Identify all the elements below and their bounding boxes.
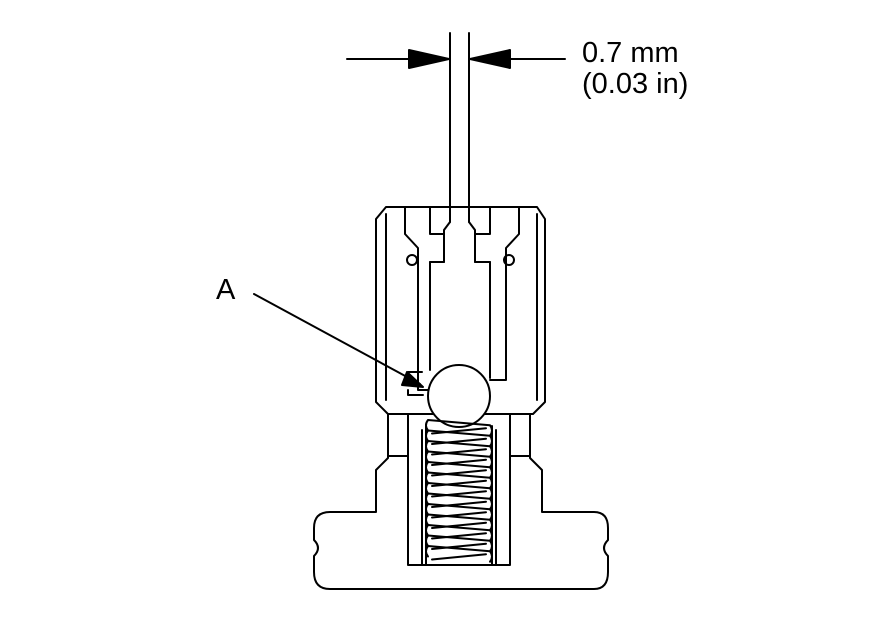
spring-coil-inner-edge	[431, 511, 487, 519]
check-ball	[427, 364, 491, 428]
clearance-imperial-label: (0.03 in)	[582, 68, 689, 100]
spring-coil-inner-edge	[431, 427, 487, 435]
callout-a-leader	[253, 293, 424, 388]
spring-coil-inner-edge	[431, 437, 487, 445]
spring-coil-turn	[425, 513, 493, 532]
spring-coil-turn	[425, 471, 493, 490]
spring-coil-inner-edge	[431, 458, 487, 466]
spring-coil-inner-edge	[431, 469, 487, 477]
spring-coil-inner-edge	[431, 490, 487, 498]
lower-body	[313, 413, 609, 590]
spring-coil-inner-edge	[431, 500, 487, 508]
spring-coil-turn	[425, 461, 493, 479]
spring-coil-turn	[425, 482, 493, 500]
coil-spring	[425, 419, 493, 563]
upper-housing	[375, 206, 546, 415]
spring-coil-turn	[425, 429, 493, 448]
spring-coil-inner-edge	[431, 553, 487, 561]
spring-coil-inner-edge	[431, 479, 487, 487]
spring-coil-inner-edge	[431, 532, 487, 540]
spring-coil-turn	[425, 492, 493, 511]
spring-coil-turn	[425, 534, 493, 553]
feeler-gauge	[443, 32, 476, 263]
spring-coil-turn	[425, 440, 493, 458]
spring-coil-turn	[425, 450, 493, 469]
spring-coil-inner-edge	[431, 521, 487, 529]
spring-coil-turn	[425, 503, 493, 521]
spring-coil-inner-edge	[431, 448, 487, 456]
spring-coil-inner-edge	[431, 542, 487, 550]
clearance-metric-label: 0.7 mm	[582, 37, 679, 69]
callout-a-label: A	[216, 274, 236, 306]
spring-coil-turn	[425, 545, 493, 563]
spring-coil-turn	[425, 524, 493, 542]
dimension-arrows	[346, 49, 566, 69]
spring-coil-turn	[425, 419, 493, 437]
